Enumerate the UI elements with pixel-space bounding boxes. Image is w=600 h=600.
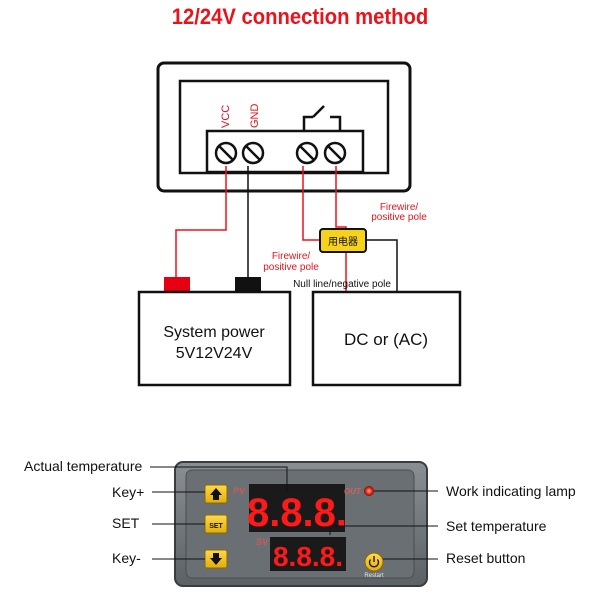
dc-ac-box: DC or (AC) [311,290,462,387]
sv-label: SV [256,537,269,547]
callout-set-temperature: Set temperature [446,518,547,534]
terminal-block [205,129,365,174]
firewire-left-line2: positive pole [263,262,319,273]
key-plus-button[interactable] [204,484,228,504]
reset-button[interactable]: Restart [364,552,384,579]
out-label: OUT [344,487,362,496]
wires [175,166,398,292]
gnd-label: GND [249,104,261,129]
key-minus-button[interactable] [204,549,228,569]
load-device: 用电器 [319,228,367,253]
callout-actual-temperature: Actual temperature [24,458,142,474]
sv-display-digits: 8.8.8. [273,541,343,572]
firewire-top-line2: positive pole [371,212,427,223]
set-button[interactable]: SET [204,514,228,534]
relay-switch-icon [302,105,342,131]
callout-key-minus: Key- [112,550,141,566]
firewire-top-line1: Firewire/ [380,202,419,213]
power-icon [368,556,380,568]
vcc-label: VCC [220,105,232,128]
system-power-line2: 5V12V24V [176,345,253,362]
screw-terminal-icon [214,141,347,165]
pv-display [249,484,345,532]
pv-display-digits: 8.8.8. [247,491,347,535]
callout-lines [150,466,438,560]
out-lamp [364,486,374,496]
callout-set: SET [112,515,140,531]
system-power-box: System power 5V12V24V [137,277,292,387]
callout-work-lamp: Work indicating lamp [446,483,576,499]
reset-key-label: Restart [364,573,384,579]
pv-label: PV [233,486,246,496]
sv-display [270,537,346,571]
null-line-label: Null line/negative pole [293,279,391,290]
system-power-line1: System power [163,324,265,341]
load-label: 用电器 [328,235,358,248]
down-arrow-icon [210,553,222,565]
firewire-left-line1: Firewire/ [272,251,311,262]
callout-reset-button: Reset button [446,550,525,566]
diagram-title: 12/24V connection method [171,4,429,29]
dc-ac-label: DC or (AC) [344,330,428,349]
set-key-label: SET [209,523,223,530]
callout-key-plus: Key+ [112,484,144,500]
up-arrow-icon [210,488,222,500]
